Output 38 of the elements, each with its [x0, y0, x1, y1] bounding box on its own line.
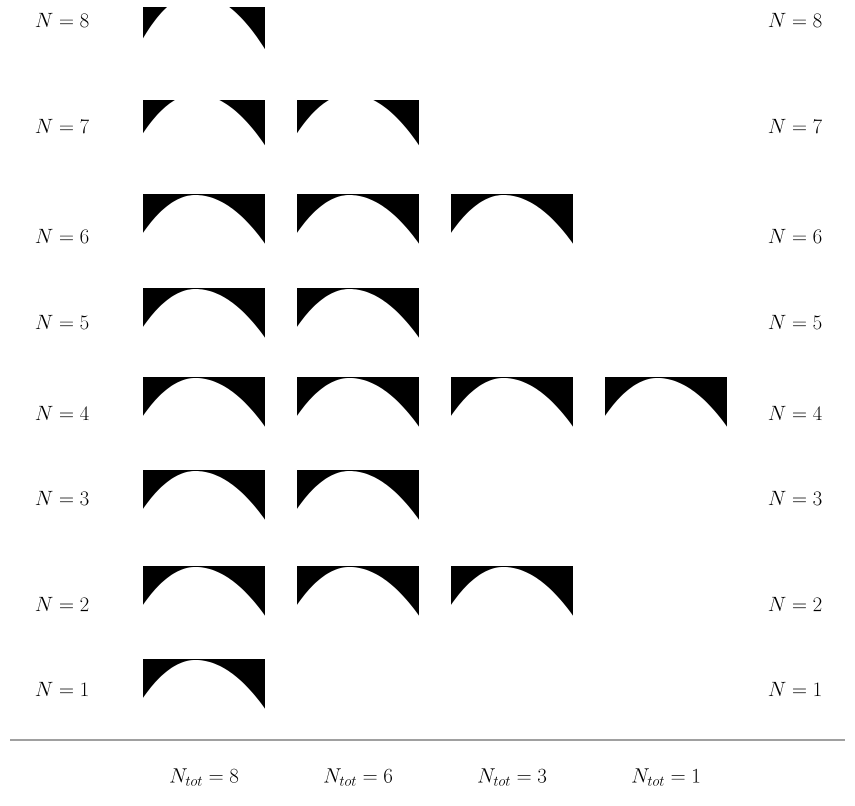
row-label: $N = 3$ [36, 490, 88, 506]
arch-drawing [451, 194, 573, 244]
row-label: $N = 1$ [768, 682, 821, 696]
arch-drawing [451, 566, 573, 616]
arch-drawing [143, 658, 265, 709]
arch-drawing [143, 100, 265, 146]
arch-drawing [143, 470, 265, 520]
row-label: $N = 6$ [768, 228, 822, 244]
row-label: $N = 4$ [36, 406, 89, 420]
arch-drawing [451, 376, 573, 427]
arch-drawing [143, 288, 265, 338]
row-label: $N = 4$ [768, 406, 822, 420]
row-label: $N = 3$ [768, 490, 822, 506]
arch-drawing [297, 194, 419, 244]
arch-drawing [143, 7, 265, 50]
arch-drawing [297, 376, 419, 427]
row-label: $N = 2$ [36, 596, 88, 612]
arch-drawing [143, 566, 265, 616]
column-label: $N_{tot} = 3$ [478, 768, 546, 786]
column-label: $N_{tot} = 8$ [170, 768, 238, 786]
arch-drawing [297, 100, 419, 146]
arch-drawing [143, 194, 265, 244]
row-label: $N = 5$ [768, 314, 822, 330]
arch-drawing [143, 376, 265, 427]
row-label: $N = 5$ [36, 314, 88, 330]
row-label: $N = 6$ [36, 228, 88, 244]
column-label: $N_{tot} = 6$ [324, 768, 392, 786]
arch-drawing [297, 288, 419, 338]
arch-drawing [605, 376, 727, 427]
row-label: $N = 7$ [768, 118, 822, 134]
row-label: $N = 8$ [768, 12, 822, 28]
row-label: $N = 1$ [36, 682, 88, 696]
row-label: $N = 2$ [768, 596, 822, 612]
arch-drawing [297, 566, 419, 616]
arch-drawing [297, 470, 419, 520]
row-label: $N = 8$ [36, 12, 88, 28]
row-label: $N = 7$ [36, 118, 89, 134]
column-label: $N_{tot} = 1$ [632, 768, 700, 786]
